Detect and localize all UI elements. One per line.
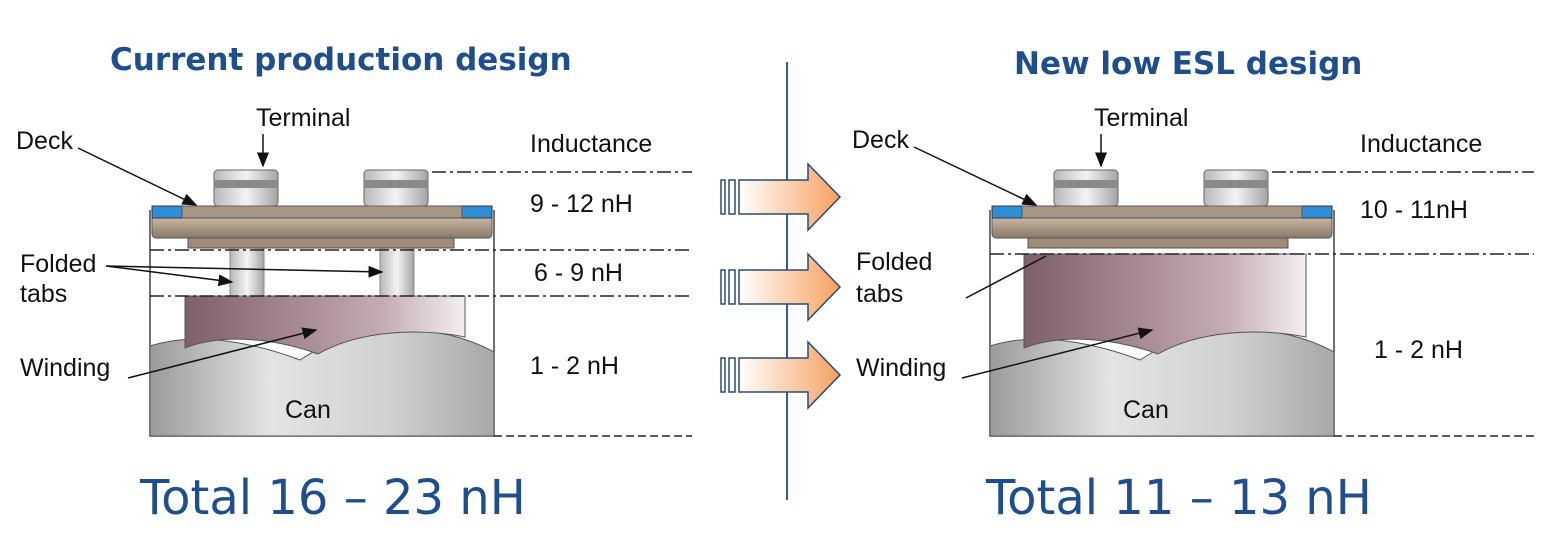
- left-terminal-label: Terminal: [256, 104, 350, 132]
- left-title: Current production design: [110, 42, 572, 78]
- right-deck-blue-2: [1301, 205, 1333, 219]
- arrow-1: [720, 162, 842, 232]
- left-tab-post-2: [379, 245, 415, 297]
- left-deck-blue-2: [461, 205, 493, 219]
- left-deck-under: [187, 237, 455, 249]
- left-tab-post-1: [229, 245, 265, 297]
- arrow-2: [720, 252, 842, 322]
- left-can-label: Can: [285, 396, 331, 424]
- left-inductance-heading: Inductance: [530, 130, 652, 158]
- right-total: Total 11 – 13 nH: [985, 470, 1372, 526]
- right-terminal-label: Terminal: [1094, 104, 1188, 132]
- right-capacitor: [989, 169, 1335, 437]
- right-winding: [1023, 253, 1307, 355]
- left-value-tabs: 6 - 9 nH: [534, 259, 623, 287]
- left-deck-blue-1: [151, 205, 183, 219]
- left-folded-label-1: Folded: [20, 250, 96, 278]
- right-value-winding: 1 - 2 nH: [1374, 336, 1463, 364]
- left-winding: [184, 295, 466, 355]
- left-deck-label: Deck: [16, 127, 73, 155]
- right-title: New low ESL design: [1014, 46, 1362, 82]
- right-can-label: Can: [1123, 396, 1169, 424]
- left-value-deck: 9 - 12 nH: [530, 190, 633, 218]
- right-deck-label: Deck: [852, 126, 909, 154]
- left-folded-label-2: tabs: [20, 280, 67, 308]
- left-capacitor: [149, 169, 495, 437]
- left-total: Total 16 – 23 nH: [139, 470, 526, 526]
- right-value-deck: 10 - 11nH: [1360, 196, 1468, 224]
- right-deck-blue-1: [991, 205, 1023, 219]
- right-folded-label-1: Folded: [856, 248, 932, 276]
- right-winding-label: Winding: [856, 354, 946, 382]
- left-value-winding: 1 - 2 nH: [530, 352, 619, 380]
- right-folded-label-2: tabs: [856, 280, 903, 308]
- left-winding-label: Winding: [20, 354, 110, 382]
- right-inductance-heading: Inductance: [1360, 130, 1482, 158]
- right-deck-under: [1027, 237, 1289, 249]
- arrow-3: [720, 340, 842, 410]
